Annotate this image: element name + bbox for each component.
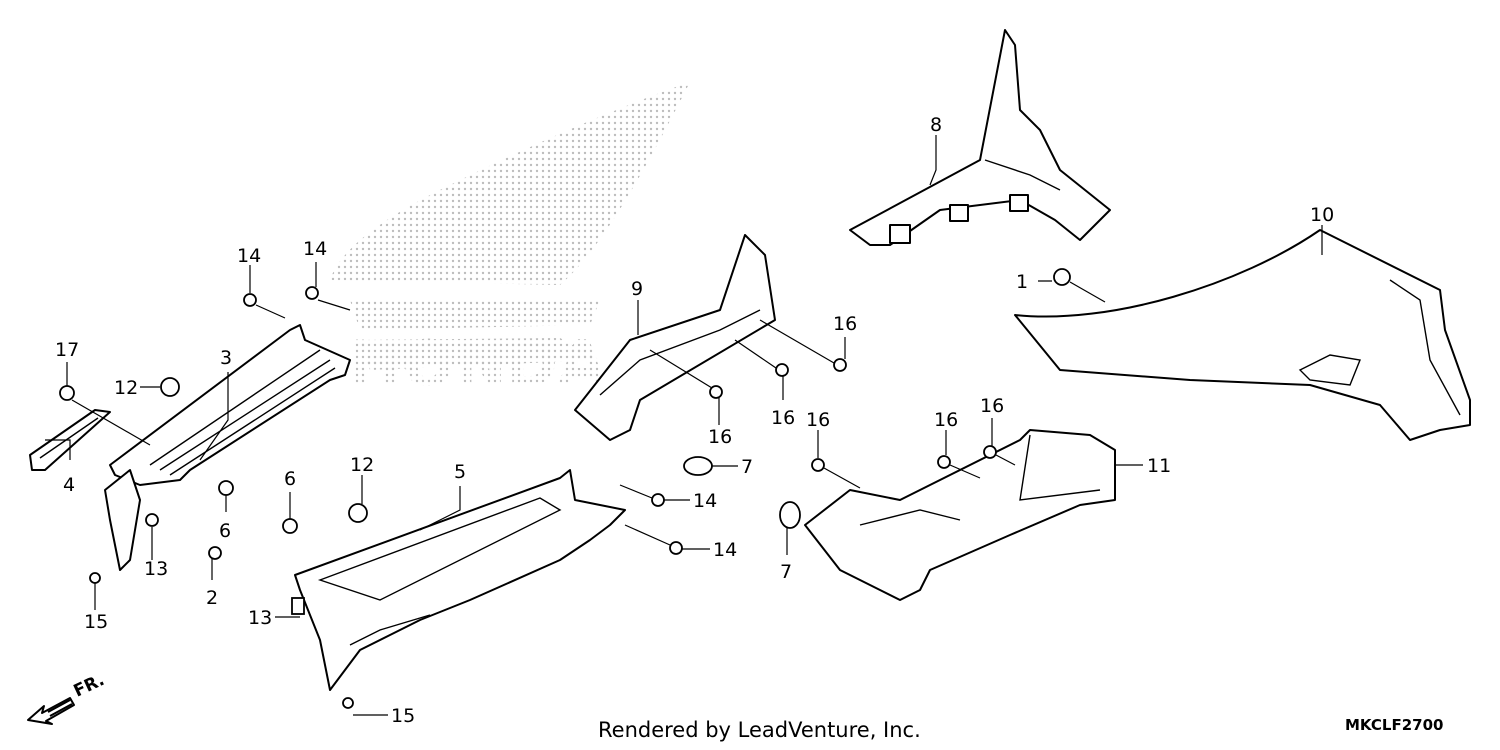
grommet-1	[1053, 268, 1071, 286]
callout-15: 15	[391, 705, 415, 727]
callout-15: 15	[84, 611, 108, 633]
callout-8: 8	[930, 114, 942, 136]
callout-16: 16	[806, 409, 830, 431]
screw-14d	[669, 541, 683, 555]
screw-16c	[709, 385, 723, 399]
callout-16: 16	[833, 313, 857, 335]
screw-14c	[651, 493, 665, 507]
callout-5: 5	[454, 461, 466, 483]
bolt-12b	[348, 503, 368, 523]
callout-12: 12	[350, 454, 374, 476]
brand-text-watermark: HONDA	[350, 327, 606, 400]
callout-6: 6	[284, 468, 296, 490]
callout-10: 10	[1310, 204, 1334, 226]
grommet-7b	[779, 501, 801, 529]
rendered-by-credit: Rendered by LeadVenture, Inc.	[598, 718, 921, 742]
bolt-12a	[160, 377, 180, 397]
callout-labels: 1 2 3 4 5 6 6 7 7 8 9 10 11 12 12 13 13 …	[55, 114, 1334, 727]
front-label: FR.	[71, 670, 108, 701]
nut-6a	[218, 480, 234, 496]
callout-14: 14	[713, 539, 737, 561]
svg-text:HONDA: HONDA	[350, 327, 606, 400]
clip-13b	[291, 597, 305, 615]
callout-17: 17	[55, 339, 79, 361]
fasteners	[59, 268, 1071, 709]
callout-13: 13	[144, 558, 168, 580]
screw-14b	[305, 286, 319, 300]
clip-2	[208, 546, 222, 560]
screw-15b	[342, 697, 354, 709]
screw-15a	[89, 572, 101, 584]
wing-logo-watermark	[330, 82, 690, 370]
callout-1: 1	[1016, 271, 1028, 293]
screw-14a	[243, 293, 257, 307]
callout-13: 13	[248, 607, 272, 629]
screw-16a	[833, 358, 847, 372]
screw-16b	[775, 363, 789, 377]
screw-16f	[983, 445, 997, 459]
grommet-7a	[683, 456, 713, 476]
front-direction-marker: FR.	[27, 670, 108, 725]
part-9-bracket	[574, 234, 776, 441]
callout-4: 4	[63, 474, 75, 496]
callout-11: 11	[1147, 455, 1171, 477]
part-8-inner-cover	[849, 29, 1111, 246]
callout-16: 16	[934, 409, 958, 431]
diagram-code: MKCLF2700	[1345, 716, 1444, 734]
leader-lines	[45, 135, 1323, 716]
callout-2: 2	[206, 587, 218, 609]
part-11-lower-cover	[804, 429, 1116, 601]
callout-14: 14	[237, 245, 261, 267]
nut-6b	[282, 518, 298, 534]
bolt-17	[59, 385, 75, 401]
callout-16: 16	[980, 395, 1004, 417]
grommet-13a	[145, 513, 159, 527]
callout-14: 14	[693, 490, 717, 512]
part-3-bracket	[104, 324, 351, 571]
callout-14: 14	[303, 238, 327, 260]
screw-16e	[937, 455, 951, 469]
callout-16: 16	[708, 426, 732, 448]
screw-16d	[811, 458, 825, 472]
callout-12: 12	[114, 377, 138, 399]
part-5-cover	[294, 469, 626, 691]
callout-7: 7	[780, 561, 792, 583]
callout-3: 3	[220, 347, 232, 369]
callout-7: 7	[741, 456, 753, 478]
callout-9: 9	[631, 278, 643, 300]
callout-6: 6	[219, 520, 231, 542]
part-10-side-cover	[1014, 229, 1471, 441]
callout-16: 16	[771, 407, 795, 429]
